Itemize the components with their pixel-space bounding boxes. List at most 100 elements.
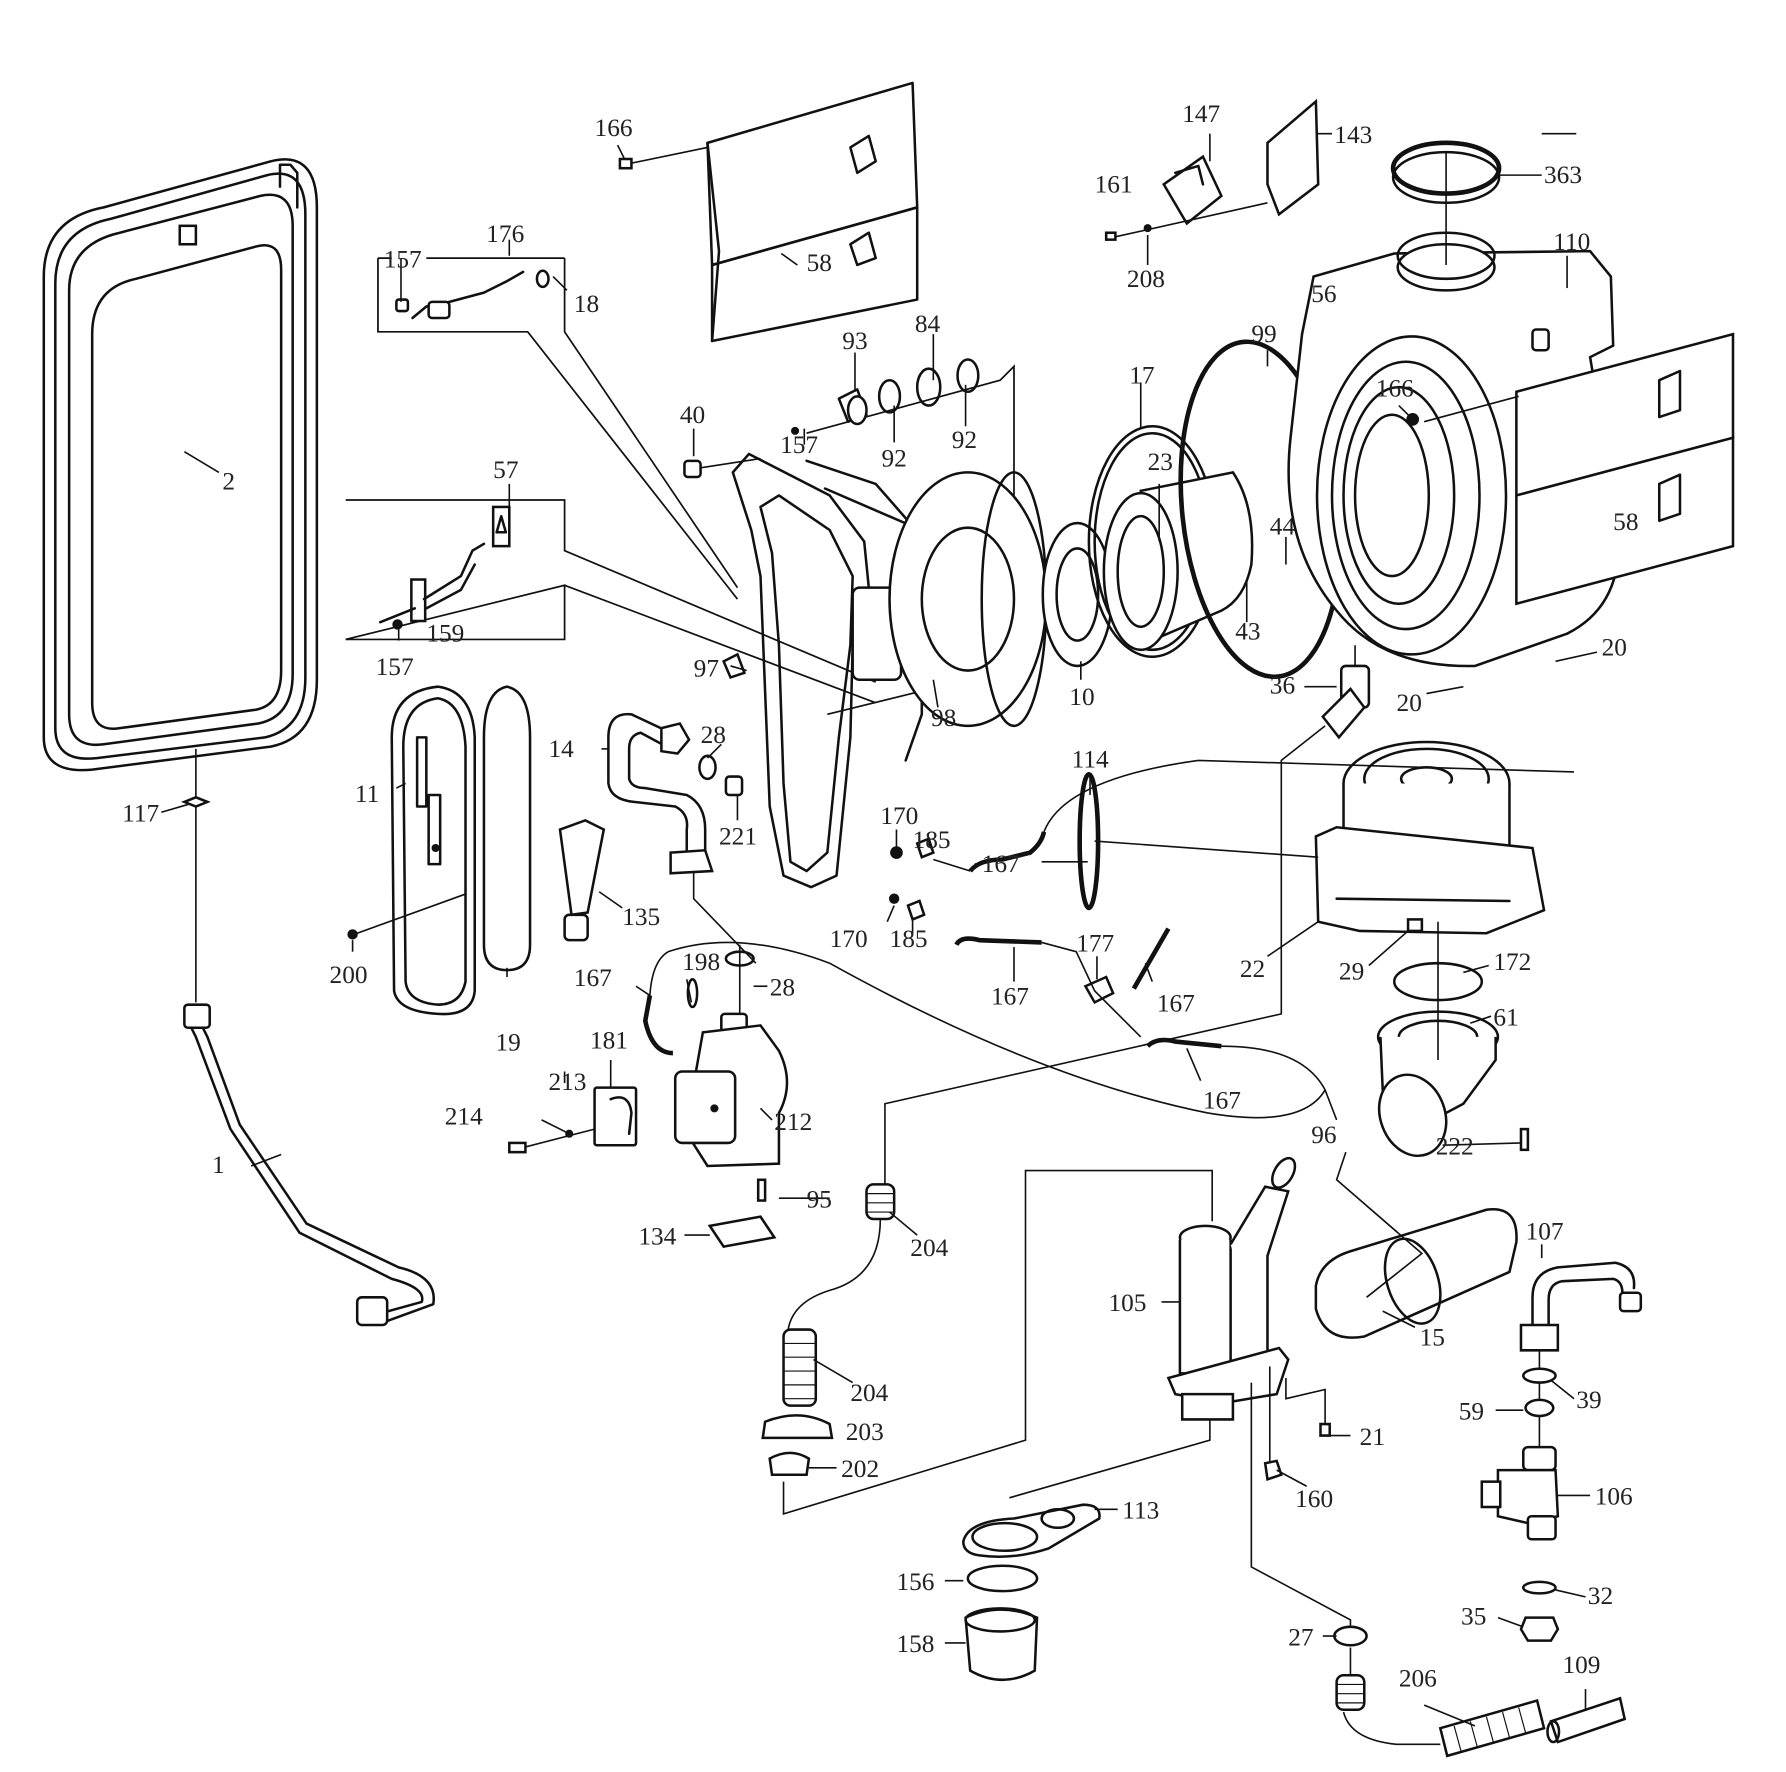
callout-label: 156: [896, 1568, 934, 1596]
callout-label: 208: [1127, 265, 1165, 293]
callout-label: 21: [1360, 1423, 1385, 1451]
callout-label: 109: [1562, 1651, 1600, 1679]
callout-label: 181: [590, 1026, 628, 1054]
callout-label: 18: [574, 290, 599, 318]
callout-label: 213: [548, 1068, 586, 1096]
callout-label: 92: [952, 426, 977, 454]
callout-label: 363: [1544, 161, 1582, 189]
callout-label: 135: [622, 903, 660, 931]
sealing-ring: [1390, 140, 1502, 265]
callout-label: 160: [1295, 1485, 1333, 1513]
callout-label: 98: [931, 704, 956, 732]
callout-label: 161: [1095, 170, 1133, 198]
callout-label: 166: [595, 114, 633, 142]
callout-label: 157: [376, 653, 414, 681]
burner-front-casting: [888, 471, 1048, 728]
callout-label: 22: [1240, 955, 1265, 983]
leader-lines: [161, 132, 1598, 1727]
callout-label: 28: [701, 721, 726, 749]
callout-label: 212: [774, 1108, 812, 1136]
callout-label: 39: [1576, 1386, 1601, 1414]
callout-label: 2: [222, 468, 235, 496]
callout-label: 32: [1588, 1582, 1613, 1610]
callout-label: 204: [910, 1234, 948, 1262]
drain-hose-parts: [1333, 1625, 1627, 1758]
callout-label: 44: [1270, 513, 1296, 541]
callout-label: 114: [1072, 745, 1109, 773]
trap-base-parts: [962, 1503, 1101, 1681]
flow-sensor-assembly: [1480, 1261, 1643, 1642]
callout-label: 29: [1339, 957, 1364, 985]
callout-label: 167: [574, 964, 612, 992]
callout-label: 19: [495, 1029, 520, 1057]
callout-label: 204: [850, 1379, 888, 1407]
flame-sensor-electrode-assembly: [377, 257, 739, 600]
callout-label: 95: [807, 1185, 832, 1213]
callout-label: 59: [1459, 1397, 1484, 1425]
callout-label: 221: [719, 823, 757, 851]
gas-inlet-pipe: [607, 712, 757, 964]
callout-label: 57: [493, 456, 518, 484]
callout-label: 206: [1399, 1665, 1437, 1693]
callout-label: 167: [982, 850, 1020, 878]
callout-label: 96: [1311, 1121, 1336, 1149]
side-panel-top: [618, 81, 919, 343]
side-panel-right: [1423, 332, 1735, 606]
callout-label: 14: [548, 735, 574, 763]
condensate-trap: [1009, 1156, 1352, 1634]
ignition-electrode-assembly: [345, 499, 877, 704]
callout-label: 157: [780, 431, 818, 459]
callout-label: 107: [1526, 1218, 1564, 1246]
callout-label: 99: [1251, 320, 1276, 348]
callout-label: 27: [1288, 1623, 1313, 1651]
gas-valve: [673, 944, 789, 1249]
callout-label: 203: [846, 1418, 884, 1446]
callout-label: 17: [1129, 362, 1154, 390]
callout-label: 97: [694, 654, 719, 682]
callout-label: 93: [842, 327, 867, 355]
elbow-fitting: [884, 645, 1371, 1187]
callout-label: 84: [915, 310, 941, 338]
callout-label: 61: [1493, 1003, 1518, 1031]
callout-label: 158: [896, 1630, 934, 1658]
callout-label: 36: [1270, 672, 1295, 700]
callout-label: 167: [991, 983, 1029, 1011]
callout-label: 58: [1613, 508, 1638, 536]
callout-label: 214: [445, 1102, 483, 1130]
gas-valve-coil: [508, 1086, 638, 1154]
flue-adaptor: [1376, 921, 1530, 1158]
burner-cover-panel: [347, 685, 532, 1016]
combustion-fan: [1314, 740, 1546, 935]
callout-label: 113: [1122, 1497, 1159, 1525]
callout-label: 20: [1602, 634, 1627, 662]
callout-label: 105: [1108, 1289, 1146, 1317]
callout-label: 134: [638, 1222, 676, 1250]
callout-label: 28: [770, 973, 795, 1001]
pressure-hoses: [642, 759, 1575, 1119]
callout-label: 143: [1334, 121, 1372, 149]
callout-label: 166: [1376, 374, 1414, 402]
callout-labels: 2 1 117 166 58 176 157 18 93 84 157 92 9…: [122, 100, 1638, 1693]
connecting-pipe: [180, 748, 435, 1327]
callout-label: 58: [807, 249, 832, 277]
callout-label: 11: [355, 780, 379, 808]
callout-label: 40: [680, 401, 705, 429]
callout-label: 172: [1493, 948, 1531, 976]
burner-tube: [1102, 470, 1254, 652]
callout-label: 177: [1076, 930, 1114, 958]
fan-gasket: [1077, 771, 1319, 911]
callout-label: 170: [880, 802, 918, 830]
callout-label: 170: [830, 925, 868, 953]
callout-label: 23: [1148, 448, 1173, 476]
callout-label: 1: [212, 1151, 225, 1179]
callout-label: 198: [682, 948, 720, 976]
callout-label: 92: [881, 445, 906, 473]
callout-label: 176: [486, 220, 524, 248]
callout-label: 185: [913, 826, 951, 854]
callout-label: 202: [841, 1455, 879, 1483]
callout-label: 110: [1553, 228, 1590, 256]
expansion-vessel: [42, 158, 319, 772]
callout-label: 159: [426, 620, 464, 648]
callout-label: 43: [1235, 617, 1260, 645]
